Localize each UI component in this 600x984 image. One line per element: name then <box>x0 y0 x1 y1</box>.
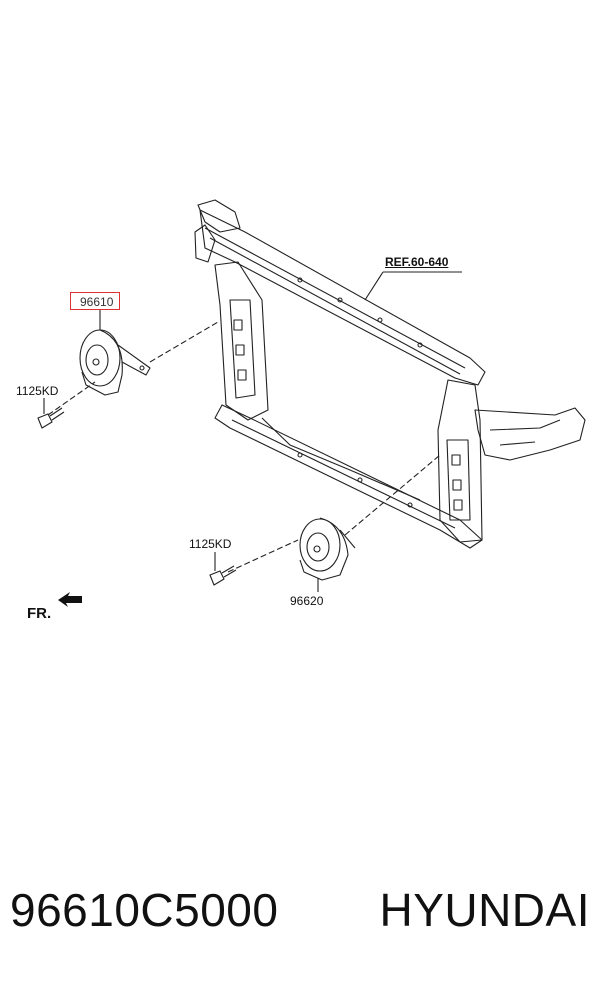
bolt-line-lower <box>227 539 299 573</box>
brand-name: HYUNDAI <box>379 884 590 936</box>
bolt-upper <box>37 407 65 429</box>
bolt-label-lower: 1125KD <box>189 537 232 551</box>
horn-lower <box>299 517 356 581</box>
mount-line-lower <box>344 454 441 536</box>
ref-leader-line <box>364 271 462 301</box>
part-highlight-box <box>70 292 120 310</box>
front-direction-label: FR. <box>27 605 52 622</box>
exploded-parts-diagram <box>37 199 586 607</box>
part-number: 96610C5000 <box>10 884 279 936</box>
bolt-line-upper <box>47 381 96 416</box>
footer-caption: 96610C5000 HYUNDAI <box>10 878 590 942</box>
front-arrow-icon <box>58 592 82 607</box>
mount-line-upper <box>149 321 219 363</box>
ref-label: REF.60-640 <box>385 255 449 269</box>
part-label-96610: 96610 <box>80 295 114 309</box>
horn-upper <box>79 329 151 396</box>
bolt-label-upper: 1125KD <box>16 384 59 398</box>
bolt-lower <box>209 565 237 586</box>
part-label-96620: 96620 <box>290 594 324 608</box>
front-end-module-frame <box>194 199 586 549</box>
